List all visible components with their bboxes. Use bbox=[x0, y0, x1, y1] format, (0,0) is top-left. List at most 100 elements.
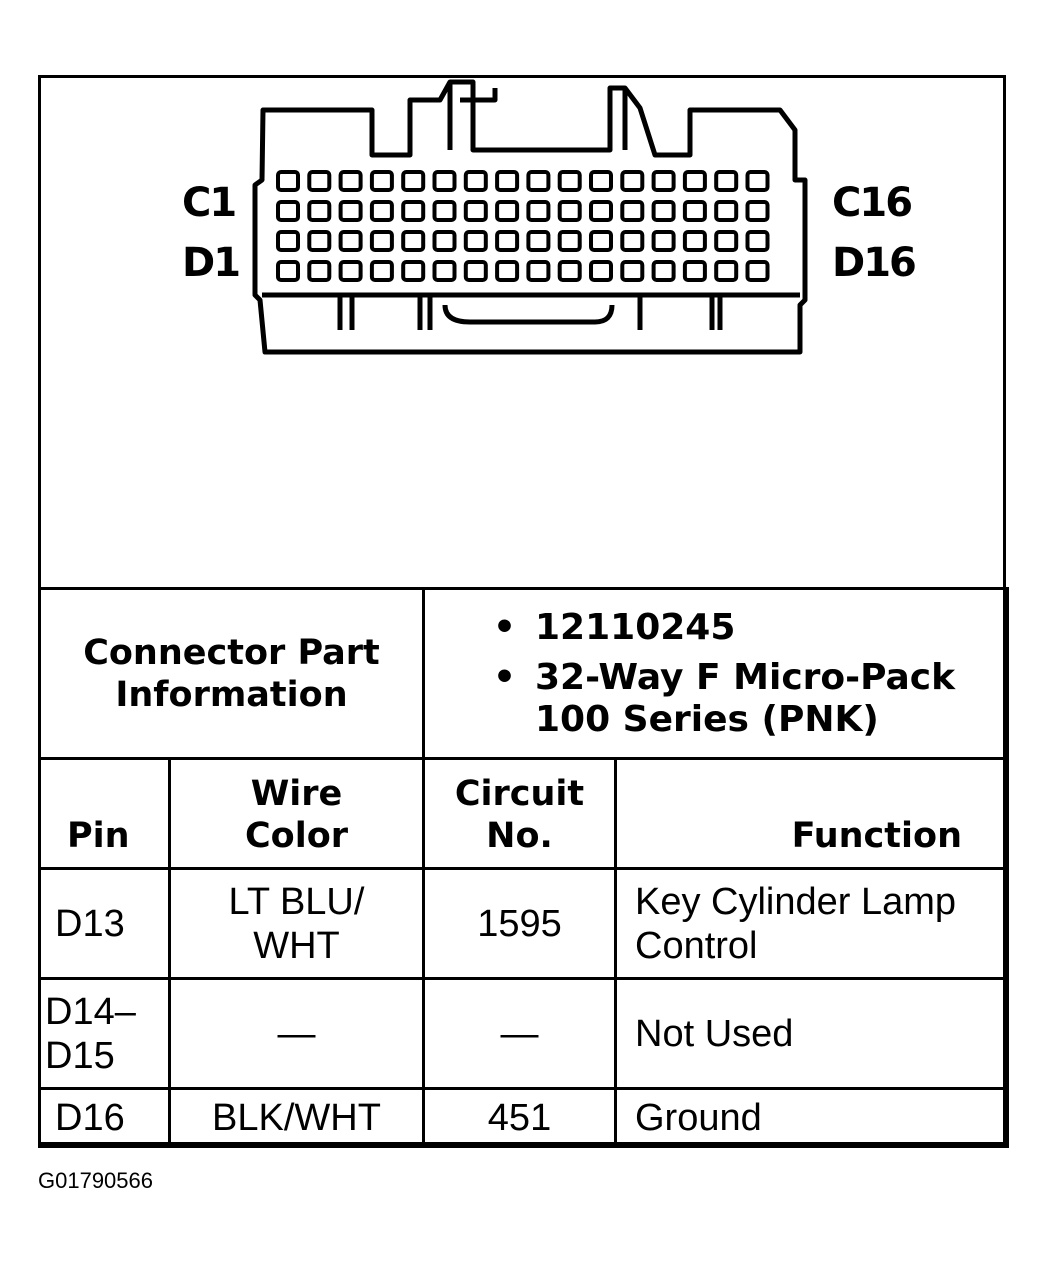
pin-cavity bbox=[432, 230, 457, 252]
cell-pin: D16 bbox=[38, 1087, 171, 1148]
pin-cavity bbox=[682, 260, 707, 282]
connector-key-slot bbox=[442, 304, 615, 325]
cell-function: Ground bbox=[614, 1087, 1009, 1148]
pin-cavity bbox=[651, 200, 676, 222]
pin-cavity bbox=[276, 230, 300, 252]
table-row: D14– D15 — — Not Used bbox=[38, 977, 1009, 1090]
pin-cavity bbox=[401, 260, 426, 282]
pin-cavity bbox=[682, 230, 707, 252]
pin-cavity bbox=[463, 200, 488, 222]
pin-cavity bbox=[714, 170, 739, 192]
part-info-row: Connector Part Information 12110245 32-W… bbox=[38, 587, 1009, 760]
pin-cavity bbox=[338, 260, 363, 282]
table-row: D13 LT BLU/ WHT 1595 Key Cylinder Lamp C… bbox=[38, 867, 1009, 980]
pin-cavity bbox=[401, 200, 426, 222]
cell-wire-color: LT BLU/ WHT bbox=[168, 867, 425, 980]
pin-label-c16: C16 bbox=[832, 180, 913, 226]
pin-cavity bbox=[338, 230, 363, 252]
pin-cavity bbox=[369, 260, 394, 282]
cell-wire-color: BLK/WHT bbox=[168, 1087, 425, 1148]
cell-function: Key Cylinder Lamp Control bbox=[614, 867, 1009, 980]
pin-label-d1: D1 bbox=[182, 240, 241, 286]
pin-label-c1: C1 bbox=[182, 180, 237, 226]
pin-cavity bbox=[432, 170, 457, 192]
cell-function: Not Used bbox=[614, 977, 1009, 1090]
cell-pin: D13 bbox=[38, 867, 171, 980]
part-number: 12110245 bbox=[425, 607, 1006, 649]
header-pin: Pin bbox=[38, 757, 171, 870]
pin-cavity bbox=[432, 200, 457, 222]
pin-cavity bbox=[620, 230, 645, 252]
part-info-label: Connector Part Information bbox=[38, 587, 425, 760]
pin-cavity bbox=[307, 170, 332, 192]
pin-cavity bbox=[620, 260, 645, 282]
pin-cavity bbox=[338, 200, 363, 222]
pin-cavity bbox=[557, 200, 582, 222]
pin-cavity bbox=[682, 170, 707, 192]
pin-cavity bbox=[620, 200, 645, 222]
pin-label-d16: D16 bbox=[832, 240, 917, 286]
pin-cavity bbox=[495, 170, 520, 192]
connector-info-table: Connector Part Information 12110245 32-W… bbox=[38, 587, 1009, 1148]
pin-cavity bbox=[589, 170, 613, 192]
pin-cavity bbox=[714, 200, 739, 222]
pin-cavity bbox=[557, 170, 582, 192]
cell-circuit-no: — bbox=[422, 977, 617, 1090]
header-circuit-no: Circuit No. bbox=[422, 757, 617, 870]
part-info-list: 12110245 32-Way F Micro-Pack 100 Series … bbox=[425, 607, 1006, 741]
latch-left bbox=[447, 82, 498, 150]
header-wire-color: Wire Color bbox=[168, 757, 425, 870]
pin-cavity bbox=[745, 260, 770, 282]
pin-cavity bbox=[463, 230, 488, 252]
pin-cavity bbox=[589, 260, 613, 282]
pin-cavity bbox=[526, 170, 551, 192]
connector-housing bbox=[252, 79, 808, 355]
header-function: Function bbox=[614, 757, 1009, 870]
connector-face-drawing bbox=[252, 79, 808, 355]
pin-cavity bbox=[338, 170, 363, 192]
pin-cavity bbox=[526, 230, 551, 252]
pin-cavity bbox=[589, 200, 613, 222]
table-row: D16 BLK/WHT 451 Ground bbox=[38, 1087, 1009, 1148]
cell-circuit-no: 451 bbox=[422, 1087, 617, 1148]
pin-cavity bbox=[714, 260, 739, 282]
pin-cavity bbox=[369, 170, 394, 192]
pin-cavity bbox=[495, 200, 520, 222]
pin-cavity bbox=[557, 260, 582, 282]
part-description: 32-Way F Micro-Pack 100 Series (PNK) bbox=[425, 657, 1006, 741]
part-info-values: 12110245 32-Way F Micro-Pack 100 Series … bbox=[422, 587, 1009, 760]
pin-cavity bbox=[495, 230, 520, 252]
pin-cavity bbox=[651, 260, 676, 282]
pin-cavity bbox=[745, 170, 770, 192]
pin-cavity bbox=[307, 200, 332, 222]
figure-code: G01790566 bbox=[38, 1168, 153, 1193]
table-header-row: Pin Wire Color Circuit No. Function bbox=[38, 757, 1009, 870]
pin-cavity bbox=[714, 230, 739, 252]
cell-circuit-no: 1595 bbox=[422, 867, 617, 980]
pin-cavity-grid bbox=[276, 170, 770, 282]
pin-cavity bbox=[557, 230, 582, 252]
pin-cavity bbox=[432, 260, 457, 282]
pin-cavity bbox=[589, 230, 613, 252]
pin-cavity bbox=[276, 170, 300, 192]
pin-cavity bbox=[369, 230, 394, 252]
pin-cavity bbox=[651, 170, 676, 192]
pin-cavity bbox=[307, 230, 332, 252]
cell-pin: D14– D15 bbox=[38, 977, 171, 1090]
pin-cavity bbox=[401, 170, 426, 192]
pin-cavity bbox=[369, 200, 394, 222]
pin-cavity bbox=[276, 200, 300, 222]
pin-cavity bbox=[463, 170, 488, 192]
pin-cavity bbox=[620, 170, 645, 192]
pin-cavity bbox=[463, 260, 488, 282]
pin-cavity bbox=[495, 260, 520, 282]
pin-cavity bbox=[401, 230, 426, 252]
pin-cavity bbox=[682, 200, 707, 222]
pin-cavity bbox=[526, 260, 551, 282]
pin-cavity bbox=[745, 200, 770, 222]
pin-cavity bbox=[276, 260, 300, 282]
pin-cavity bbox=[651, 230, 676, 252]
pin-cavity bbox=[526, 200, 551, 222]
cell-wire-color: — bbox=[168, 977, 425, 1090]
pin-cavity bbox=[745, 230, 770, 252]
